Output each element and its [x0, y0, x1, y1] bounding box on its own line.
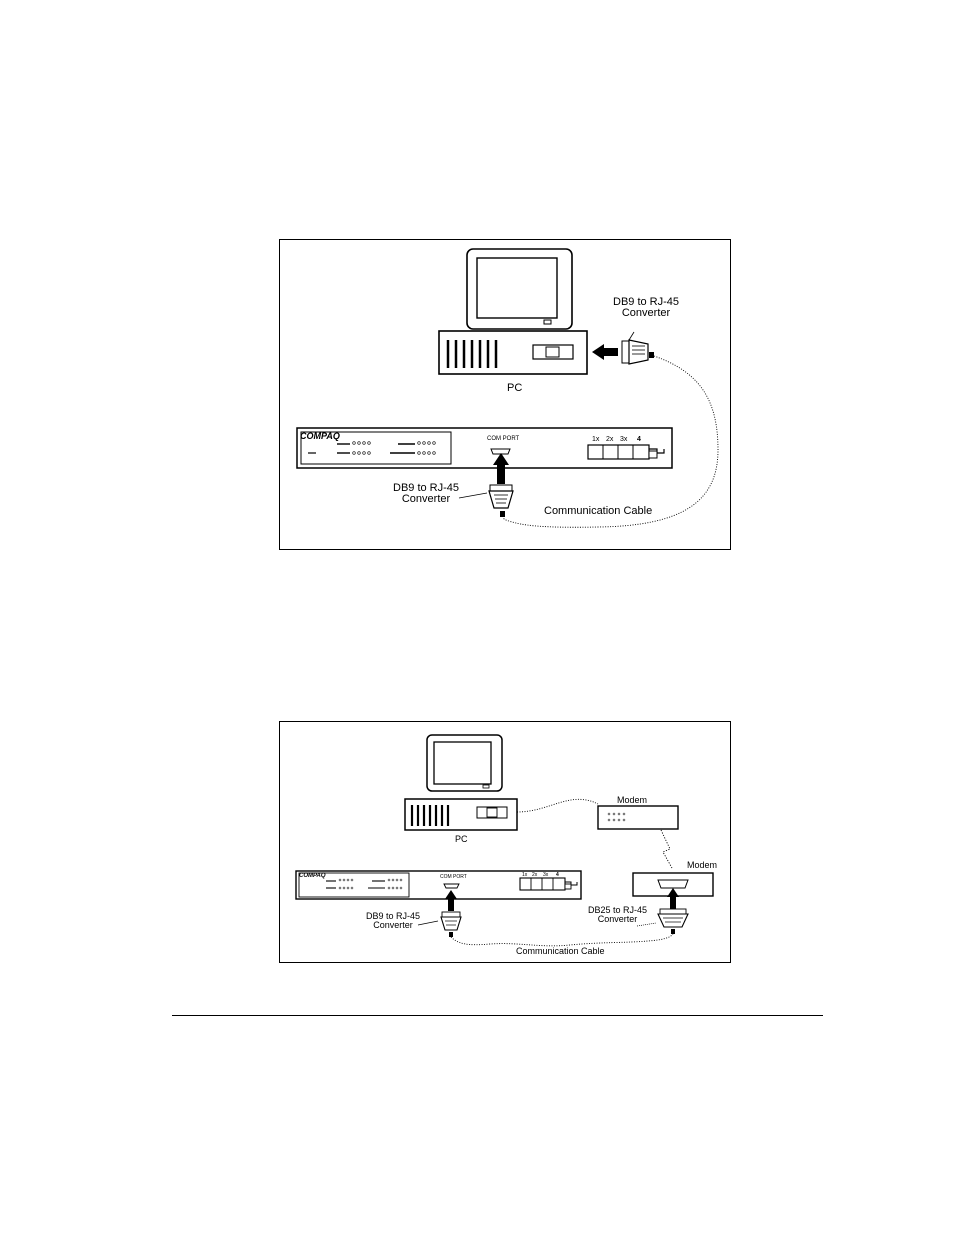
- com-port-label: COM PORT: [487, 436, 520, 442]
- hub-logo: COMPAQ: [299, 873, 326, 879]
- pc-chassis-icon: [438, 330, 588, 375]
- pc-label: PC: [455, 834, 468, 844]
- diagram-modem-connection: [295, 734, 714, 947]
- modem-top-label: Modem: [617, 795, 648, 805]
- port-label-2: 2x: [606, 436, 614, 443]
- modem-top-icon: [597, 805, 679, 830]
- footer-rule: [172, 1015, 823, 1016]
- phone-line: [516, 799, 599, 813]
- db25-converter-icon: [657, 908, 689, 934]
- converter-right-label: DB25 to RJ-45 Converter: [588, 905, 648, 924]
- cable-label: Communication Cable: [544, 505, 653, 517]
- arrow-left-icon: [592, 344, 618, 360]
- arrow-up-icon: [493, 453, 509, 484]
- port-label-1: 1x: [592, 436, 600, 443]
- modem-bottom-icon: [632, 872, 714, 897]
- db9-converter-icon: [440, 911, 462, 937]
- hub-device-icon: [295, 870, 582, 900]
- db9-converter-icon: [488, 484, 514, 517]
- arrow-up-icon: [667, 888, 679, 909]
- communication-cable: [502, 355, 719, 528]
- port-label-4: 4: [556, 872, 559, 878]
- converter-left-label: DB9 to RJ-45 Converter: [366, 911, 421, 930]
- pc-label: PC: [507, 382, 523, 394]
- pc-chassis-icon: [404, 798, 518, 831]
- figure-modem-connection: Modem PC Modem COMPAQ COM PORT 1x 2x 3x …: [279, 721, 731, 963]
- figure-direct-connection: DB9 to RJ-45 Converter PC COMPAQ COM POR…: [279, 239, 731, 550]
- converter-bottom-label: DB9 to RJ-45 Converter: [393, 482, 460, 505]
- port-label-4: 4: [637, 436, 641, 443]
- communication-cable: [450, 933, 674, 947]
- port-label-2: 2x: [532, 872, 538, 878]
- hub-device-icon: [296, 427, 673, 469]
- port-label-3: 3x: [620, 436, 628, 443]
- port-label-3: 3x: [543, 872, 549, 878]
- modem-bottom-label: Modem: [687, 860, 718, 870]
- com-port-label: COM PORT: [440, 874, 467, 880]
- arrow-up-icon: [445, 890, 457, 911]
- monitor-icon: [466, 248, 573, 330]
- monitor-icon: [426, 734, 503, 792]
- telephone-link-icon: [660, 829, 673, 869]
- db9-converter-icon: [621, 339, 654, 365]
- converter-top-label: DB9 to RJ-45 Converter: [613, 296, 680, 319]
- cable-label: Communication Cable: [516, 946, 605, 956]
- port-label-1: 1x: [522, 872, 528, 878]
- diagram-direct-connection: [296, 248, 719, 528]
- hub-logo: COMPAQ: [300, 431, 340, 441]
